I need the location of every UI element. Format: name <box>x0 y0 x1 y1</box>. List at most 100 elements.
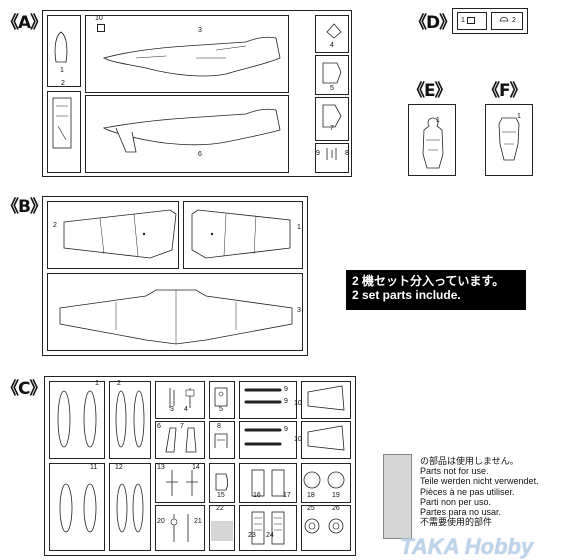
c-num-2: 2 <box>117 380 121 387</box>
part-a2-panel <box>52 97 72 149</box>
group-d-label: 《D》 <box>410 13 456 33</box>
c-part-1-drop-tanks <box>57 390 97 448</box>
c-num-11: 11 <box>90 464 98 471</box>
legend-line-jp: の部品は使用しません。 <box>420 456 519 466</box>
c-num-6: 6 <box>157 423 161 430</box>
c-part-16-17-wheel-wells <box>251 469 285 497</box>
c-part-6-7 <box>165 427 197 453</box>
legend-line-es: Partes para no usar. <box>420 507 502 518</box>
d-num-1: 1 <box>461 17 465 24</box>
c-num-5: 5 <box>219 406 223 413</box>
c-num-1: 1 <box>95 380 99 387</box>
legend-line-fr: Pièces à ne pas utiliser. <box>420 486 515 497</box>
a-num-1: 1 <box>60 67 64 74</box>
sprue-c-cell-9b <box>239 421 297 459</box>
c-part-25-26-wheels <box>304 518 344 534</box>
c-num-26: 26 <box>332 505 340 512</box>
c-part-23-24 <box>251 511 285 545</box>
a-num-9: 9 <box>316 150 320 157</box>
c-part-10-flap-a <box>307 385 345 411</box>
a-num-8: 8 <box>345 150 349 157</box>
c-part-13-14 <box>166 470 198 496</box>
unused-parts-legend: の部品は使用しません。 Parts not for use. Teile wer… <box>420 456 539 527</box>
c-num-7: 7 <box>180 423 184 430</box>
part-a1-canopy <box>54 31 68 63</box>
sprue-c-cell-23-24 <box>239 505 297 551</box>
c-num-10a: 10 <box>294 400 302 407</box>
watermark-logo: TAKA Hobby <box>400 534 534 559</box>
c-num-20: 20 <box>157 518 165 525</box>
c-num-8: 8 <box>217 423 221 430</box>
part-a4-small <box>326 23 342 39</box>
sprue-c-cell-6-7 <box>155 421 205 459</box>
b-part-2-wing <box>63 209 177 259</box>
sprue-c-cell-15 <box>209 463 235 503</box>
c-num-4: 4 <box>184 406 188 413</box>
c-num-14: 14 <box>192 464 200 471</box>
group-f-label: 《F》 <box>483 81 527 101</box>
sprue-c-cell-8 <box>209 421 235 459</box>
legend-line-de: Teile werden nicht verwendet. <box>420 476 539 487</box>
f-part-1-pilot <box>498 117 520 161</box>
sprue-d-cell-1 <box>457 12 487 30</box>
c-num-9c: 9 <box>284 426 288 433</box>
b-num-2: 2 <box>53 222 57 229</box>
unused-parts-swatch <box>383 454 412 539</box>
c-part-15 <box>215 473 228 491</box>
legend-line-it: Parti non per uso. <box>420 496 492 507</box>
part-a5-panel <box>322 62 342 84</box>
sprue-c-cell-9a <box>239 381 297 419</box>
c-num-16: 16 <box>253 492 261 499</box>
c-part-3-4 <box>169 388 195 408</box>
f-num-1: 1 <box>517 113 521 120</box>
c-num-24: 24 <box>266 532 274 539</box>
c-num-10b: 10 <box>294 436 302 443</box>
group-c-label: 《C》 <box>2 379 46 399</box>
sprue-a <box>42 10 352 177</box>
a-num-3: 3 <box>198 27 202 34</box>
group-a-label: 《A》 <box>2 13 47 33</box>
c-num-15: 15 <box>217 492 225 499</box>
c-part-9-rockets-b <box>244 428 282 446</box>
a-num-7: 7 <box>330 125 334 132</box>
c-num-9b: 9 <box>284 398 288 405</box>
c-num-3: 3 <box>170 406 174 413</box>
a-part-10-box <box>97 24 105 32</box>
two-set-notice: 2 機セット分入っています。 2 set parts include. <box>346 270 526 310</box>
d-part-2 <box>499 16 509 22</box>
part-a7-panel <box>322 104 342 128</box>
c-part-10-flap-b <box>307 425 345 451</box>
b-num-3: 3 <box>297 307 301 314</box>
sprue-c-cell-16-17 <box>239 463 297 503</box>
part-a8-a9-rods <box>326 148 337 160</box>
c-part-12-tanks <box>116 483 144 533</box>
c-part-9-rockets-a <box>244 388 282 404</box>
c-part-2-drop-tanks <box>115 390 145 448</box>
c-num-23: 23 <box>248 532 256 539</box>
c-part-20-21 <box>170 514 189 542</box>
sprue-c-cell-20-21 <box>155 505 205 551</box>
legend-line-en: Parts not for use. <box>420 466 489 477</box>
group-e-label: 《E》 <box>408 81 452 101</box>
sprue-a-cell-7 <box>315 97 349 141</box>
c-num-21: 21 <box>194 518 202 525</box>
c-part-22-unused <box>211 521 233 541</box>
a-num-10: 10 <box>95 15 103 22</box>
c-num-25: 25 <box>307 505 315 512</box>
d-num-2: 2 <box>512 17 516 24</box>
c-part-8 <box>214 433 228 448</box>
legend-line-zh: 不需要使用的部件 <box>420 517 493 528</box>
notice-line-1: 2 機セット分入っています。 <box>352 274 505 288</box>
e-num-1: 1 <box>436 117 440 124</box>
b-part-3-lower-wing <box>59 289 293 345</box>
a-num-5: 5 <box>330 85 334 92</box>
sprue-c-cell-3-4 <box>155 381 205 419</box>
notice-line-2: 2 set parts include. <box>352 288 461 302</box>
a-num-4: 4 <box>330 42 334 49</box>
d-part-1 <box>467 17 475 24</box>
sprue-c-cell-13-14 <box>155 463 205 503</box>
sprue-d <box>452 8 528 34</box>
b-part-1-wing <box>191 209 291 259</box>
c-num-9a: 9 <box>284 386 288 393</box>
c-num-22: 22 <box>216 505 224 512</box>
